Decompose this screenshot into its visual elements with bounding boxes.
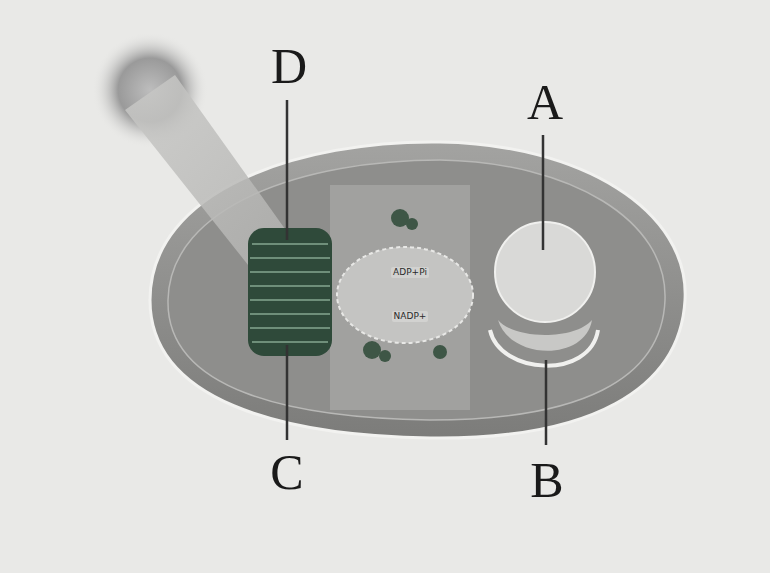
upper-vesicle [495, 222, 595, 322]
part-letter: B [530, 455, 563, 505]
reaction-cycle [337, 247, 473, 343]
part-letter: D [271, 41, 307, 91]
part-letter: A [527, 77, 563, 127]
leader-lines [287, 100, 546, 445]
lower-vesicle [498, 320, 592, 351]
molecules [363, 209, 447, 362]
part-letter: C [270, 447, 303, 497]
granum [248, 228, 332, 356]
molecule-label: ADP+Pi [391, 267, 429, 278]
molecule-label: NADP+ [392, 311, 429, 322]
